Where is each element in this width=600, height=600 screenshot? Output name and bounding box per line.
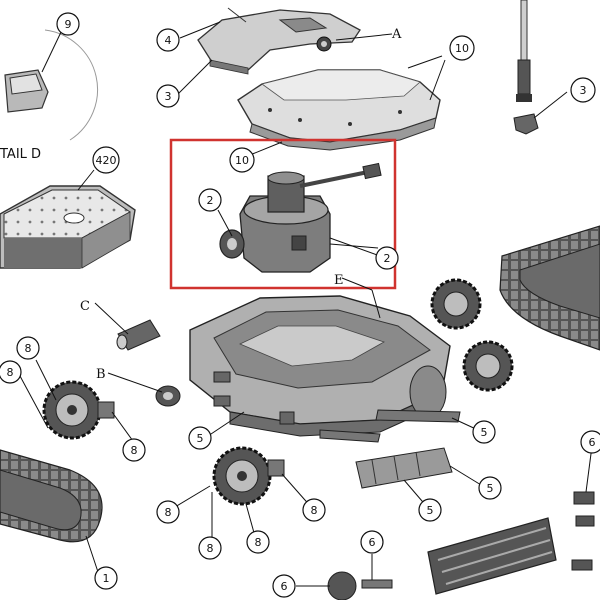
gear-left (42, 380, 115, 440)
callout-8-f-text: 8 (255, 536, 262, 549)
gear-right-bottom (462, 340, 514, 392)
callout-6-c: 6 (272, 574, 296, 598)
strip-part (319, 409, 461, 443)
callout-8-g-text: 8 (311, 504, 318, 517)
right-pin-parts (571, 491, 595, 571)
gear-right-top (430, 278, 482, 330)
callout-5-d: 5 (418, 498, 442, 522)
callout-8-d-text: 8 (165, 506, 172, 519)
callout-5-a-text: 5 (197, 432, 204, 445)
callout-8-g: 8 (302, 498, 326, 522)
callout-8-d: 8 (156, 500, 180, 524)
callout-8-e-text: 8 (207, 542, 214, 555)
detail-circle-arc (44, 29, 98, 141)
letter-b: B (96, 367, 106, 382)
chassis-part (189, 295, 451, 437)
callout-5-b-text: 5 (481, 426, 488, 439)
callout-6-a: 6 (580, 430, 600, 454)
detail-d-group: TAIL D (0, 29, 98, 162)
track-right (499, 225, 600, 351)
gear-bottom (212, 446, 285, 506)
callout-420: 420 (92, 146, 120, 174)
callout-3-top-text: 3 (165, 90, 172, 103)
leader-line (41, 29, 63, 73)
callout-8-a-text: 8 (25, 342, 32, 355)
part-b (155, 385, 181, 407)
callout-6-b-text: 6 (369, 536, 376, 549)
callout-10-mid: 10 (229, 147, 255, 173)
callout-3-top: 3 (156, 84, 180, 108)
callout-3-right: 3 (570, 77, 596, 103)
callout-1: 1 (94, 566, 118, 590)
callout-6-b: 6 (360, 530, 384, 554)
callout-10-right-text: 10 (455, 42, 469, 55)
detail-d-label: TAIL D (0, 147, 41, 162)
top-cover-part (197, 7, 361, 75)
end-cap-part (409, 365, 447, 419)
callout-8-c-text: 8 (131, 444, 138, 457)
brush-holder-part (355, 447, 453, 489)
detail-d-part (4, 69, 49, 113)
callout-3-right-text: 3 (580, 84, 587, 97)
letter-e: E (334, 273, 344, 288)
track-left (0, 449, 103, 543)
brush-roller-part (427, 517, 557, 595)
callout-2-left: 2 (198, 188, 222, 212)
callout-4: 4 (156, 28, 180, 52)
callout-8-b: 8 (0, 360, 22, 384)
callout-2-right: 2 (375, 246, 399, 270)
callout-5-b: 5 (472, 420, 496, 444)
hood-part (237, 69, 441, 151)
letter-a: A (391, 27, 402, 42)
callout-8-f: 8 (246, 530, 270, 554)
callout-5-c: 5 (478, 476, 502, 500)
callout-10-mid-text: 10 (235, 154, 249, 167)
part-c (116, 319, 161, 351)
callout-6-a-text: 6 (589, 436, 596, 449)
callout-9-text: 9 (65, 18, 72, 31)
callout-5-d-text: 5 (427, 504, 434, 517)
highlight-box (169, 138, 397, 290)
callout-1-text: 1 (103, 572, 110, 585)
callout-5-a: 5 (188, 426, 212, 450)
callout-9: 9 (56, 12, 80, 36)
callout-8-a: 8 (16, 336, 40, 360)
part-a (316, 36, 332, 52)
callout-8-e: 8 (198, 536, 222, 560)
callout-420-text: 420 (96, 154, 117, 167)
callout-10-right: 10 (449, 35, 475, 61)
callout-8-b-text: 8 (7, 366, 14, 379)
callout-4-text: 4 (165, 34, 172, 47)
callout-2-right-text: 2 (384, 252, 391, 265)
small-impeller-part (327, 571, 393, 600)
handle-pole-part (513, 0, 539, 135)
callout-5-c-text: 5 (487, 482, 494, 495)
callout-6-c-text: 6 (281, 580, 288, 593)
letter-c: C (80, 299, 90, 314)
callout-2-left-text: 2 (207, 194, 214, 207)
power-supply-part (0, 185, 136, 269)
callout-8-c: 8 (122, 438, 146, 462)
motor-part-highlighted (169, 138, 397, 290)
